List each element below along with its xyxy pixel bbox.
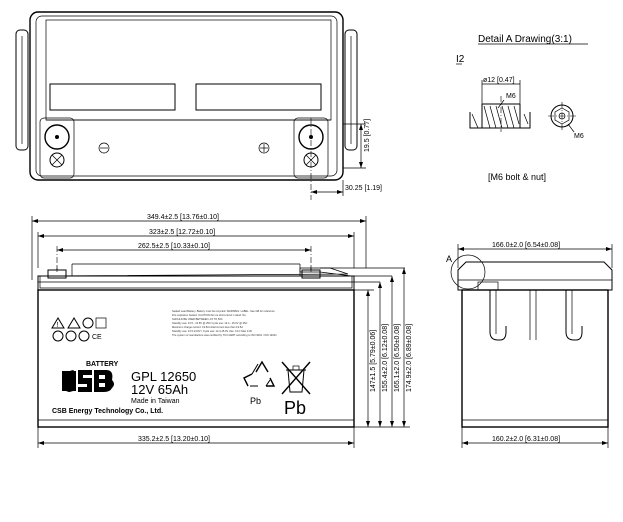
dim-height-1: 147±1.5 [5.79±0.06] xyxy=(370,330,377,392)
model-spec: 12V 65Ah xyxy=(131,382,188,397)
dim-terminal-offset: 30.25 [1.19] xyxy=(345,185,382,192)
side-handle-right xyxy=(565,290,583,341)
thread-label: M6 xyxy=(506,93,516,100)
detail-caption: [M6 bolt & nut] xyxy=(488,172,546,182)
made-in: Made in Taiwan xyxy=(131,398,180,405)
model-name: GPL 12650 xyxy=(131,369,196,384)
svg-text:SHOULD BE USED BETWEEN -15 TO: SHOULD BE USED BETWEEN -15 TO 50C xyxy=(172,317,223,321)
bolt-section xyxy=(469,96,531,132)
minus-mark xyxy=(98,142,110,154)
dim-terminal-height: 19.5 [0.77] xyxy=(364,119,371,152)
handle-left xyxy=(15,29,29,151)
svg-text:Maximum charge current: 19.5A: Maximum charge current: 19.5A Initial cu… xyxy=(172,325,243,329)
detail-marker: A xyxy=(446,254,452,264)
dim-height-3: 165.1±2.0 [6.50±0.08] xyxy=(394,324,401,392)
recycle-icon xyxy=(243,360,276,387)
dim-base-length: 335.2±2.5 [13.20±0.10] xyxy=(138,436,210,443)
height-dimensions: 147±1.5 [5.79±0.06] 155.4±2.0 [6.12±0.08… xyxy=(320,267,413,428)
top-view-inner-outline xyxy=(35,15,338,177)
dim-bottom-width: 160.2±2.0 [6.31±0.08] xyxy=(492,436,560,443)
detail-a: Detail A Drawing(3:1) I2 ø12 [0.47] M6 xyxy=(456,34,588,182)
svg-text:Fire explosion hazard. CAUTION: Fire explosion hazard. CAUTION Do not sh… xyxy=(172,313,247,317)
side-handle-left xyxy=(489,290,507,341)
ce-mark: CE xyxy=(92,334,102,341)
csb-logo xyxy=(62,370,114,393)
label-fine-print: Sealed Lead Battery. Battery must be rec… xyxy=(172,309,277,337)
detail-title: Detail A Drawing(3:1) xyxy=(478,34,572,45)
handle-right xyxy=(344,29,358,151)
vent-slot-right xyxy=(195,83,322,111)
detail-ref: I2 xyxy=(456,54,465,65)
svg-text:The system of manufacture was: The system of manufacture was certified … xyxy=(172,333,277,337)
battery-body xyxy=(37,289,355,428)
top-view: 19.5 [0.77] 30.25 [1.19] xyxy=(15,11,382,200)
dim-overall-length: 349.4±2.5 [13.76±0.10] xyxy=(147,214,219,221)
side-body xyxy=(461,289,609,428)
plus-mark xyxy=(258,142,270,154)
terminal-negative xyxy=(39,117,75,179)
lid-panel xyxy=(45,19,332,121)
side-view: 166.0±2.0 [6.54±0.08] A 160.2±2.0 [6.31±… xyxy=(446,242,613,448)
front-view: 349.4±2.5 [13.76±0.10] 323±2.5 [12.72±0.… xyxy=(31,214,413,448)
dim-terminal-spacing: 262.5±2.5 [10.33±0.10] xyxy=(138,243,210,250)
top-view-outline xyxy=(29,11,344,181)
crossed-bin-icon xyxy=(281,361,311,395)
dim-height-4: 174.9±2.0 [6.89±0.08] xyxy=(406,324,413,392)
vent-slot-left xyxy=(49,83,176,111)
pb-left: Pb xyxy=(250,396,261,406)
svg-text:Standby use: 13.5 - 13.8V @ 25: Standby use: 13.5 - 13.8V @ 25C Cycle us… xyxy=(172,321,247,325)
svg-text:!: ! xyxy=(57,322,59,329)
detail-a-circle xyxy=(450,254,486,290)
nut-top-view xyxy=(548,102,576,133)
company-name: CSB Energy Technology Co., Ltd. xyxy=(52,408,163,415)
warning-symbols: ! CE xyxy=(51,317,107,342)
bolt-diameter: ø12 [0.47] xyxy=(483,77,515,84)
lid-rim xyxy=(39,267,353,289)
dim-lid-length: 323±2.5 [12.72±0.10] xyxy=(149,229,215,236)
pb-right: Pb xyxy=(284,398,306,418)
brand-word: BATTERY xyxy=(86,361,119,368)
svg-text:Sealed Lead Battery. Battery m: Sealed Lead Battery. Battery must be rec… xyxy=(172,309,275,313)
nut-label: M6 xyxy=(574,133,584,140)
dim-top-width: 166.0±2.0 [6.54±0.08] xyxy=(492,242,560,249)
dim-height-2: 155.4±2.0 [6.12±0.08] xyxy=(382,324,389,392)
svg-text:Standby use: 13.5-13.8V / Cycl: Standby use: 13.5-13.8V / Cycle use: 14.… xyxy=(172,329,252,333)
side-lid xyxy=(457,261,613,291)
